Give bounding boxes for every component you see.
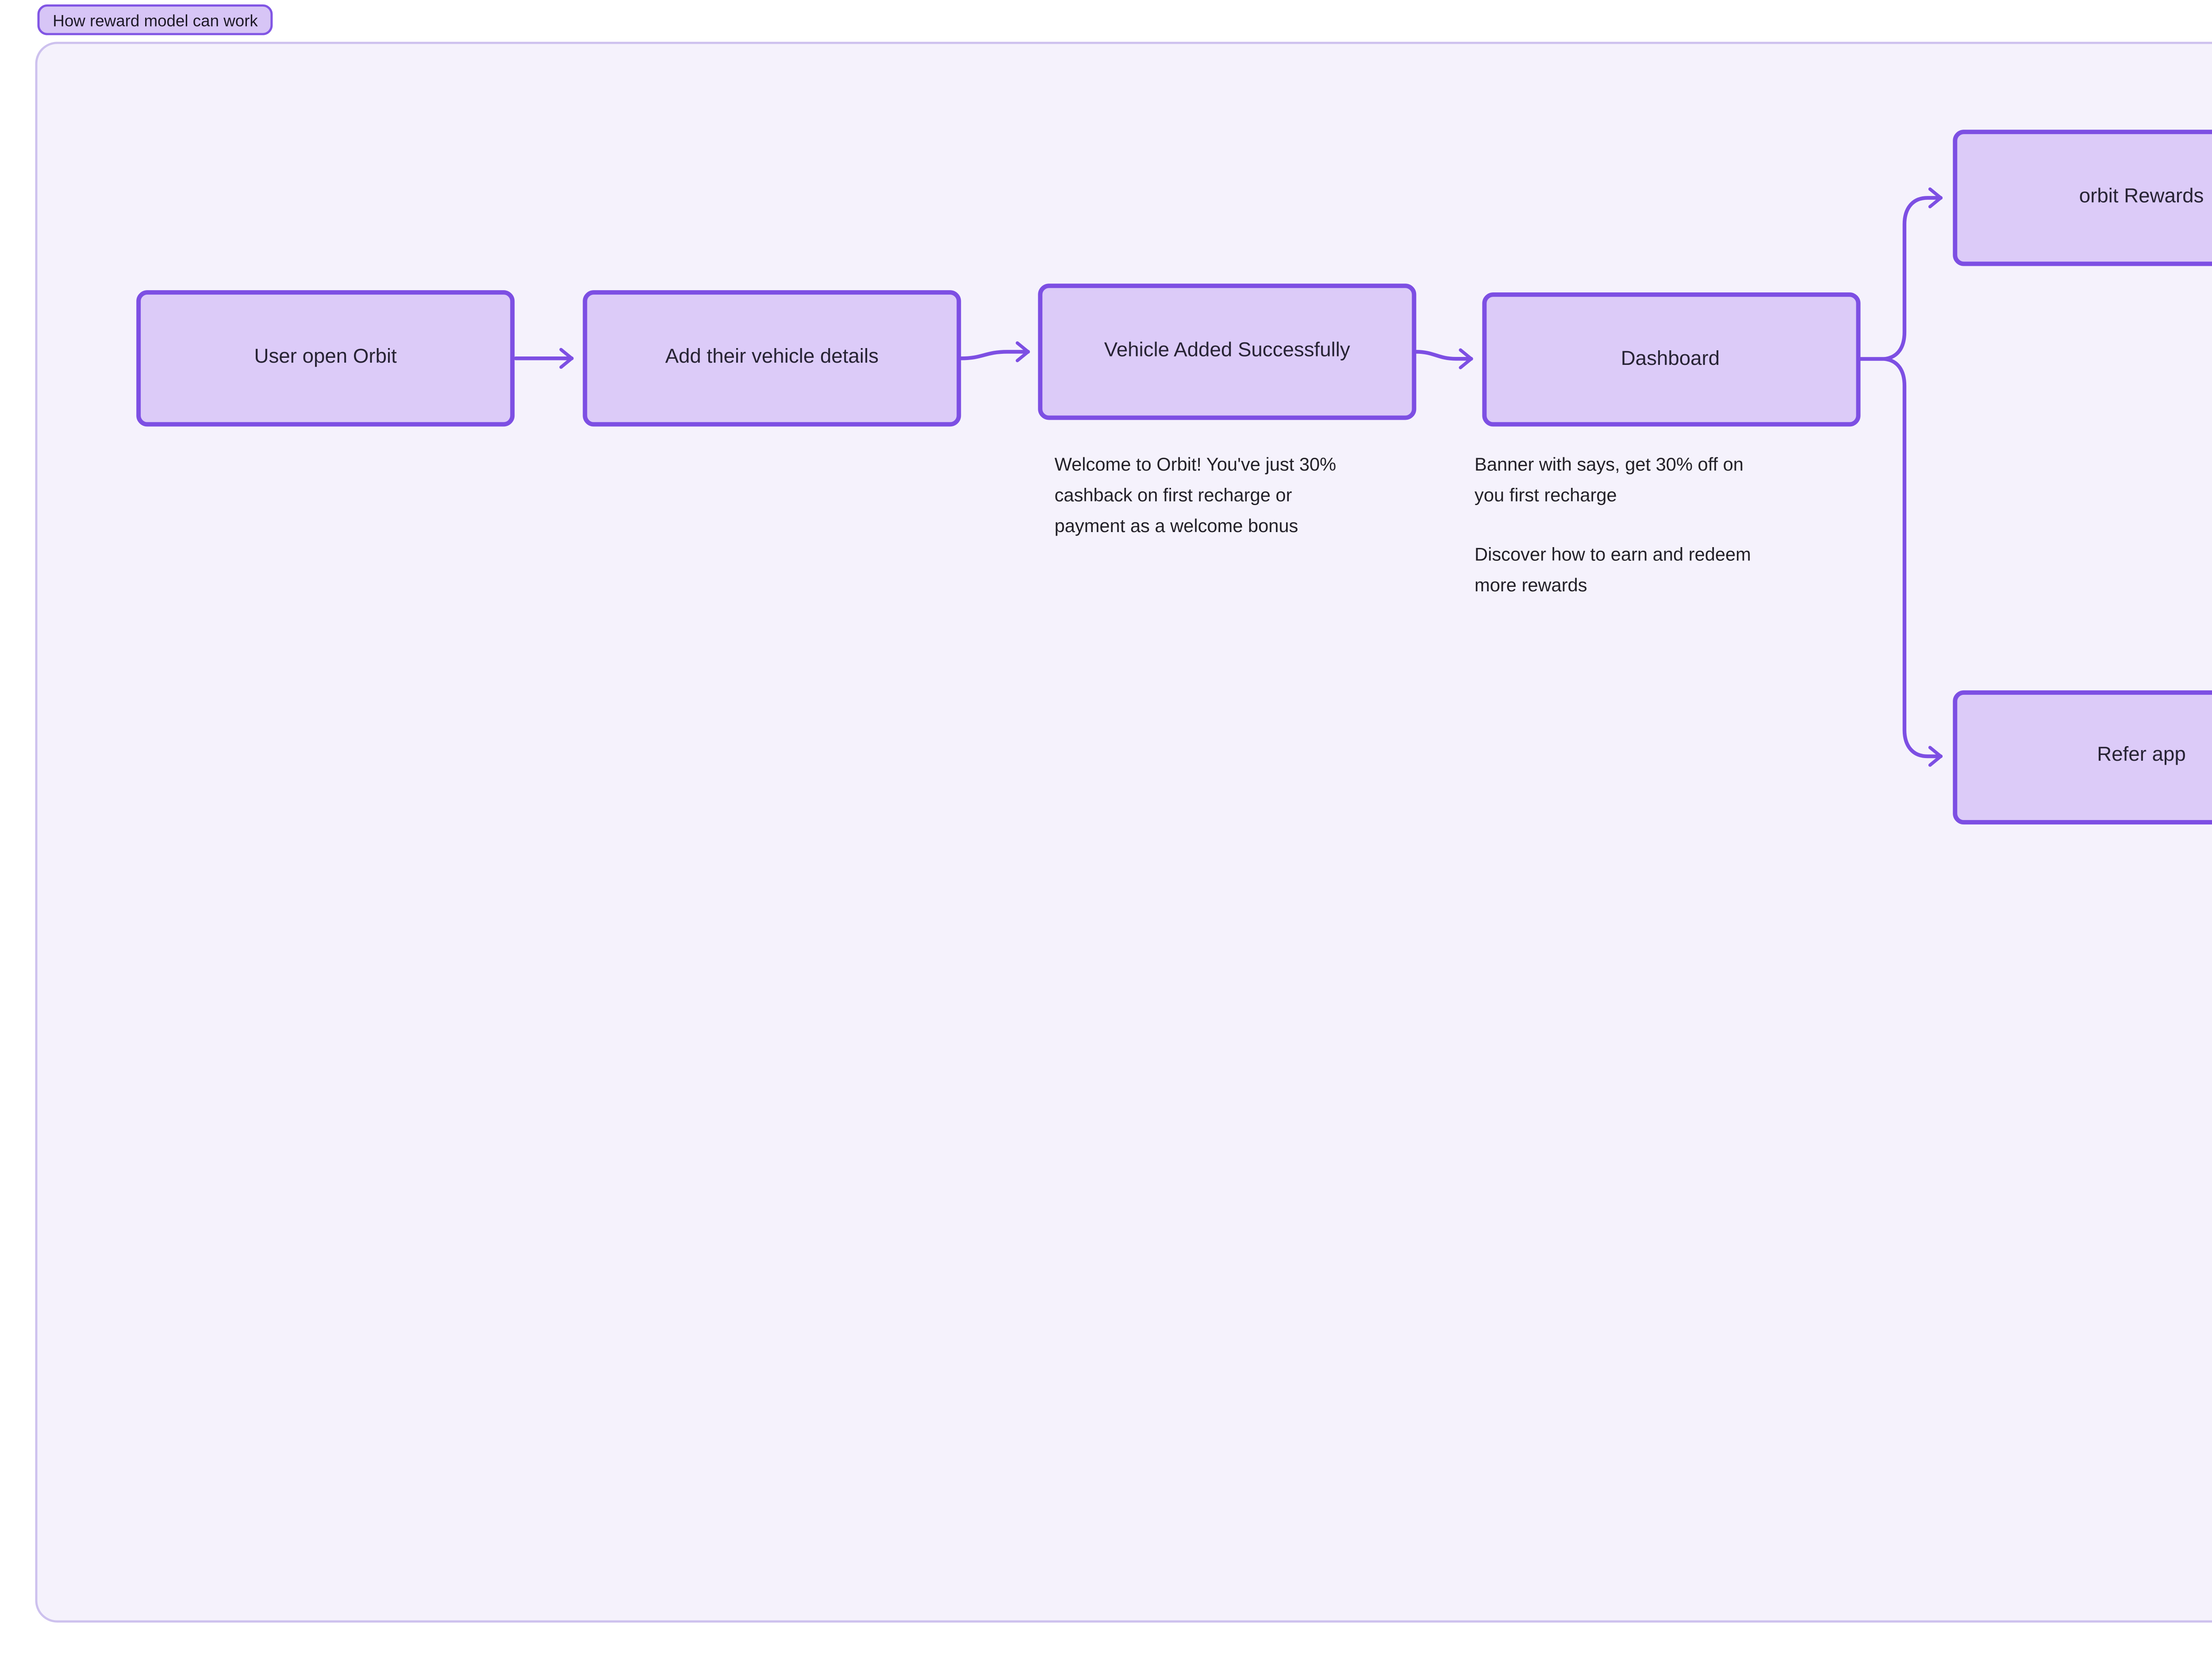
node-label: Refer app [2097, 743, 2186, 766]
node-label: User open Orbit [254, 345, 397, 368]
node-label: Add their vehicle details [665, 345, 879, 368]
diagram-title: How reward model can work [53, 11, 258, 31]
node-vehicle-added-successfully[interactable]: Vehicle Added Successfully [1038, 284, 1417, 420]
node-user-open-orbit[interactable]: User open Orbit [136, 290, 515, 427]
note-line: payment as a welcome bonus [1054, 515, 1298, 537]
note-welcome-bonus: Welcome to Orbit! You've just 30% cashba… [1055, 448, 1413, 543]
note-dashboard-banner: Banner with says, get 30% off on you fir… [1475, 448, 1833, 511]
node-label: Dashboard [1621, 346, 1720, 368]
note-line: Welcome to Orbit! You've just 30% [1054, 452, 1336, 474]
note-line: Banner with says, get 30% off on [1475, 452, 1743, 474]
node-label: Vehicle Added Successfully [1104, 339, 1350, 361]
diagram-title-badge: How reward model can work [37, 5, 273, 36]
note-line: Discover how to earn and redeem [1475, 543, 1751, 565]
node-dashboard[interactable]: Dashboard [1481, 291, 1859, 427]
note-line: you first recharge [1475, 483, 1617, 506]
note-dashboard-discover: Discover how to earn and redeem more rew… [1475, 539, 1833, 602]
flowchart-canvas [34, 40, 2212, 1623]
node-label: orbit Rewards [2079, 184, 2204, 207]
node-refer-app[interactable]: Refer app [1951, 689, 2212, 824]
node-orbit-rewards[interactable]: orbit Rewards [1951, 130, 2212, 265]
note-line: cashback on first recharge or [1054, 483, 1292, 506]
note-line: more rewards [1475, 575, 1587, 597]
node-add-vehicle-details[interactable]: Add their vehicle details [583, 290, 961, 427]
